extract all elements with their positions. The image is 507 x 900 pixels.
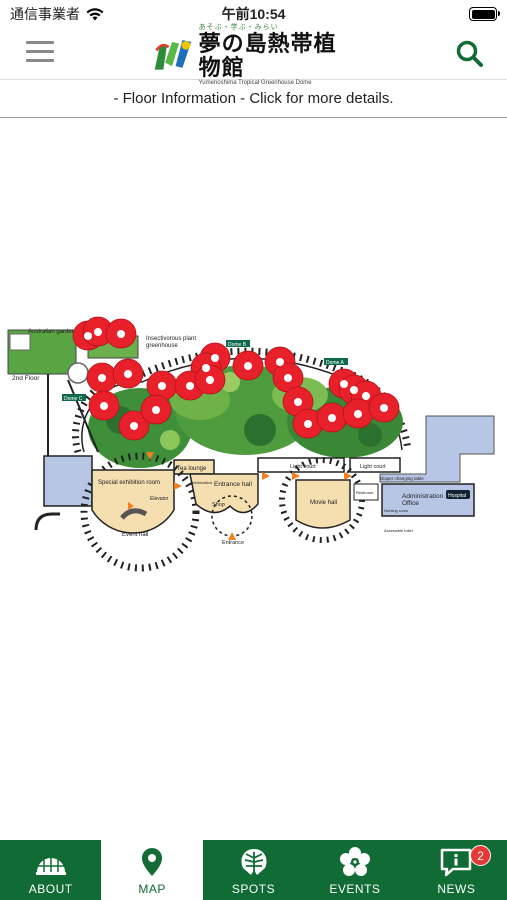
hibiscus-icon — [339, 847, 370, 876]
label-nursing: Nursing room — [384, 508, 409, 513]
status-left: 通信事業者 — [10, 4, 104, 24]
label-insectivorous: Insectivorous plant — [146, 336, 196, 342]
tab-about[interactable]: ABOUT — [0, 840, 101, 900]
movie-hall-room — [295, 479, 351, 529]
label-special-exhibition: Special exhibition room — [98, 480, 160, 486]
label-event-hall: Event hall — [122, 532, 148, 538]
label-second-floor: 2nd Floor — [12, 375, 40, 382]
tab-map[interactable]: MAP — [101, 840, 203, 900]
label-information: Information — [192, 480, 212, 485]
tab-events-label: EVENTS — [329, 882, 381, 896]
battery-fill — [471, 9, 495, 19]
map-area[interactable]: Australian garden 2nd Floor Insectivorou… — [0, 118, 507, 840]
logo-english-name: Yumenoshima Tropical Greenhouse Dome — [198, 80, 312, 86]
entrance-hall-room — [189, 473, 259, 514]
label-entrance: Entrance — [222, 540, 244, 546]
direction-arrows — [128, 452, 352, 510]
tab-events[interactable]: EVENTS — [304, 840, 405, 900]
menu-line-icon — [26, 59, 54, 62]
map-pin-icon — [142, 848, 163, 876]
logo-text: あそぶ・学ぶ・みらい 夢の島熱帯植物館 Yumenoshima Tropical… — [199, 22, 358, 86]
wifi-icon — [86, 7, 104, 20]
label-restroom: Restroom — [356, 490, 374, 495]
battery-icon — [469, 7, 500, 21]
label-dome-a: Dome A — [326, 360, 344, 366]
logo-mark-icon — [154, 40, 192, 70]
label-elevator: Elevator — [150, 496, 169, 502]
floor-information-link[interactable]: - Floor Information - Click for more det… — [0, 80, 507, 118]
carrier-label: 通信事業者 — [10, 6, 80, 22]
label-admin: Administration — [402, 493, 444, 500]
logo-subtitle: あそぶ・学ぶ・みらい — [198, 24, 279, 31]
menu-line-icon — [26, 50, 54, 53]
label-tea-lounge: Tea lounge — [177, 466, 207, 472]
monstera-leaf-icon — [240, 849, 267, 875]
menu-line-icon — [26, 41, 54, 44]
floor-map[interactable]: Australian garden 2nd Floor Insectivorou… — [0, 300, 507, 580]
hamburger-menu-button[interactable] — [26, 41, 54, 65]
pin-dots — [84, 328, 388, 430]
label-hospital: Hospital — [448, 493, 466, 499]
event-hall-room — [91, 469, 175, 534]
label-entrance-hall: Entrance hall — [214, 481, 252, 488]
svg-text:Light court: Light court — [360, 464, 386, 470]
label-office: Office — [402, 500, 419, 507]
logo-title: 夢の島熱帯植物館 — [198, 31, 337, 81]
news-badge: 2 — [470, 845, 492, 866]
dome-icon — [35, 858, 66, 875]
tab-spots[interactable]: SPOTS — [203, 840, 304, 900]
label-shop: Shop — [212, 502, 225, 508]
label-dome-b: Dome B — [228, 342, 247, 348]
label-australian-garden: Australian garden — [28, 329, 75, 335]
light-court-2 — [349, 457, 401, 473]
tab-about-label: ABOUT — [28, 882, 73, 896]
label-dome-c: Dome C — [64, 396, 83, 402]
search-icon — [456, 40, 483, 67]
tab-news-label: NEWS — [437, 882, 476, 896]
tab-spots-label: SPOTS — [231, 882, 276, 896]
news-chat-icon — [441, 848, 472, 877]
bottom-tab-bar: ABOUT MAP SPOTS EVENTS — [0, 840, 507, 900]
app-header: あそぶ・学ぶ・みらい 夢の島熱帯植物館 Yumenoshima Tropical… — [0, 24, 507, 86]
admin-building-block — [379, 415, 495, 483]
tab-news[interactable]: NEWS 2 — [406, 840, 507, 900]
label-movie-hall: Movie hall — [310, 500, 337, 506]
label-accessible: Accessible toilet — [384, 528, 414, 533]
event-hall-outer-ring — [80, 452, 200, 572]
app-logo[interactable]: あそぶ・学ぶ・みらい 夢の島熱帯植物館 Yumenoshima Tropical… — [153, 24, 358, 86]
tab-map-label: MAP — [138, 882, 166, 896]
svg-text:Light court: Light court — [290, 464, 316, 470]
search-button[interactable] — [455, 39, 485, 69]
label-diaper: Diaper changing table — [380, 476, 424, 481]
label-greenhouse: greenhouse — [146, 343, 178, 349]
